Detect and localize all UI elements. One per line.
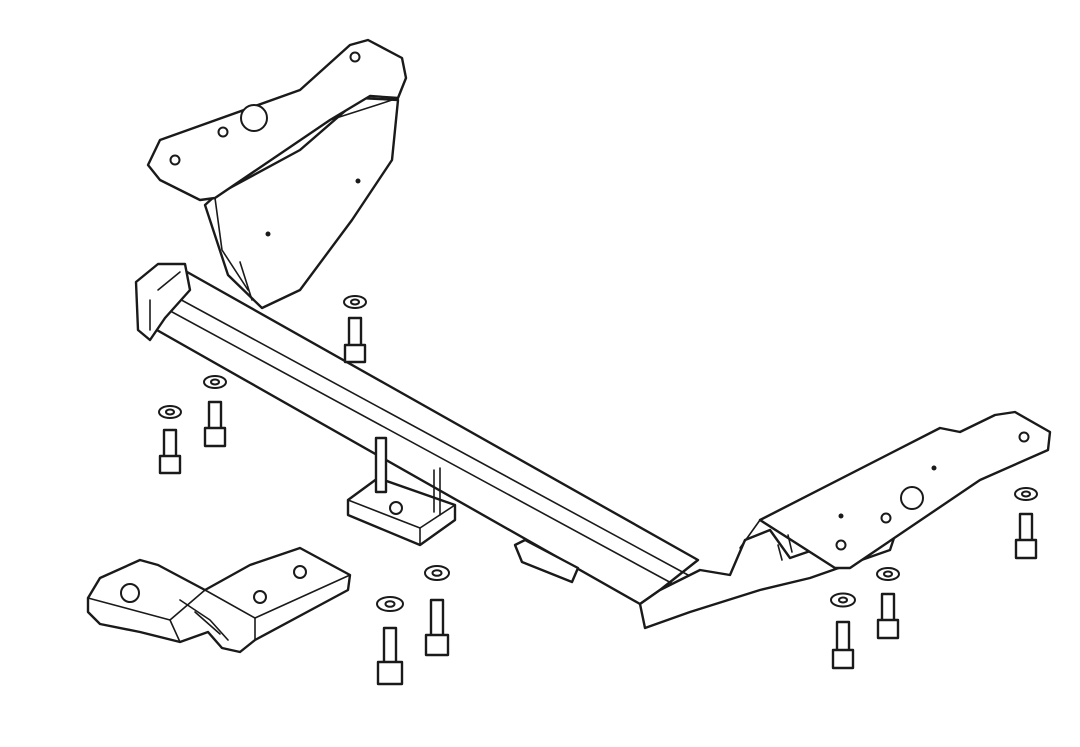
crossbar-tube <box>134 262 700 606</box>
ball-mount <box>86 546 352 654</box>
bolt-6 <box>1014 487 1038 560</box>
bolt-5 <box>376 596 404 686</box>
bolt-9 <box>374 436 388 494</box>
left-mounting-bracket <box>146 38 408 310</box>
bolt-4 <box>424 565 450 657</box>
bolt-8 <box>830 592 856 670</box>
bolt-7 <box>876 567 900 640</box>
bolt-3 <box>158 405 182 475</box>
right-mounting-bracket <box>638 410 1052 630</box>
bolt-2 <box>203 375 227 448</box>
bolt-1 <box>343 295 367 364</box>
